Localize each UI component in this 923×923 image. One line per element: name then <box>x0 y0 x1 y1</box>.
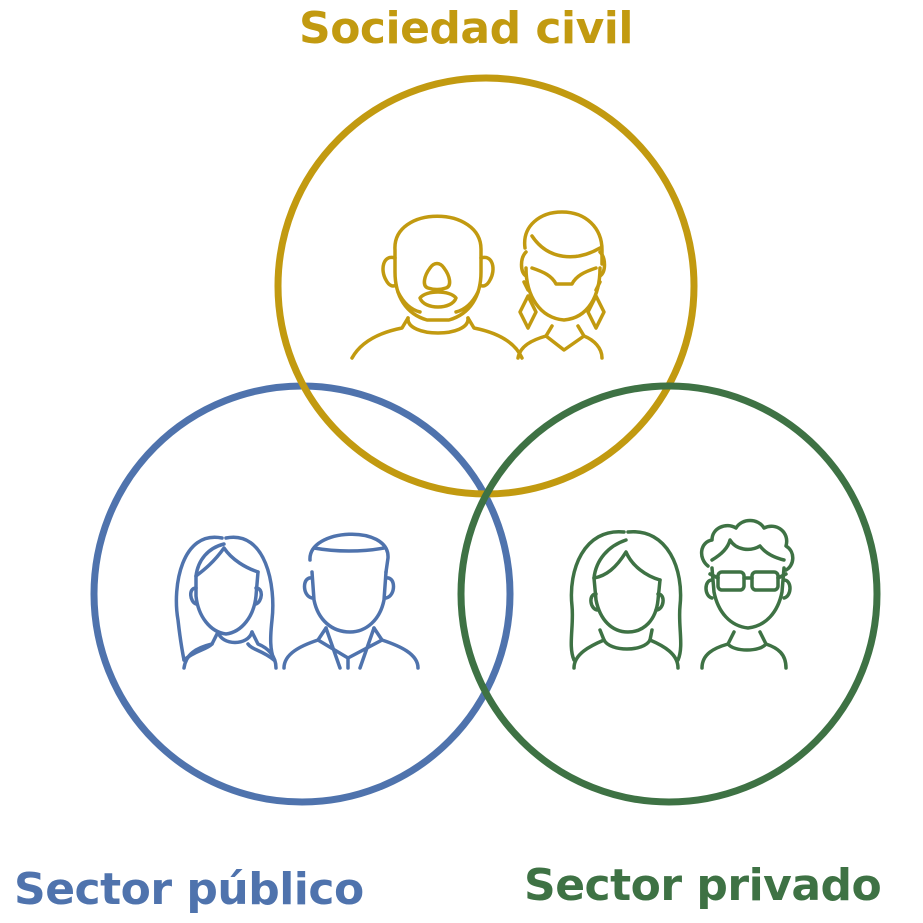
bearded-man-icon <box>350 214 524 360</box>
label-sector-privado: Sector privado <box>524 860 882 911</box>
man-with-collar-icon <box>282 532 420 670</box>
label-sector-publico: Sector público <box>14 864 364 915</box>
ring-sector-privado <box>457 382 881 806</box>
long-haired-woman-icon <box>569 530 683 670</box>
label-sociedad-civil: Sociedad civil <box>299 3 633 54</box>
curly-haired-man-with-glasses-icon <box>699 518 795 670</box>
woman-icon <box>174 535 278 670</box>
woman-with-earrings-icon <box>516 210 607 360</box>
ring-sector-publico <box>90 382 514 806</box>
